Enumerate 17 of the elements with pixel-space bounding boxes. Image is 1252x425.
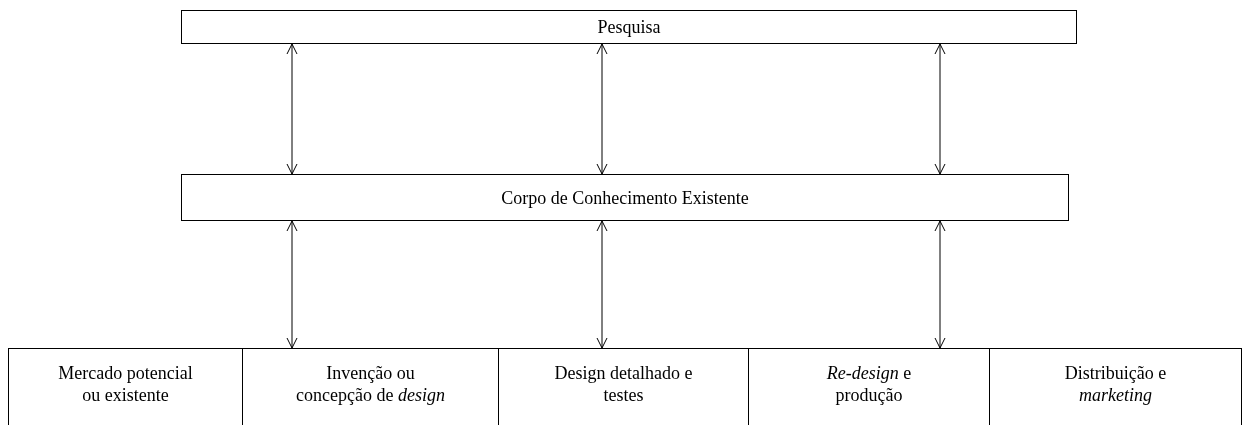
stage-box: [989, 348, 1242, 425]
process-box: [181, 174, 1069, 221]
double-arrow: [596, 43, 608, 175]
box-label: Design detalhado e testes: [553, 362, 694, 406]
process-box: [181, 10, 1077, 44]
box-label: Corpo de Conhecimento Existente: [500, 186, 750, 209]
box-label: Invenção ou concepção de design: [295, 362, 446, 406]
double-arrow: [596, 220, 608, 349]
box-label: Mercado potencial ou existente: [57, 362, 194, 406]
box-label: Re-design e produção: [825, 362, 913, 406]
double-arrow: [934, 220, 946, 349]
double-arrow: [286, 43, 298, 175]
stage-box: [8, 348, 243, 425]
double-arrow: [286, 220, 298, 349]
box-label: Distribuição e marketing: [1063, 362, 1168, 406]
double-arrow: [934, 43, 946, 175]
box-label: Pesquisa: [596, 16, 662, 38]
